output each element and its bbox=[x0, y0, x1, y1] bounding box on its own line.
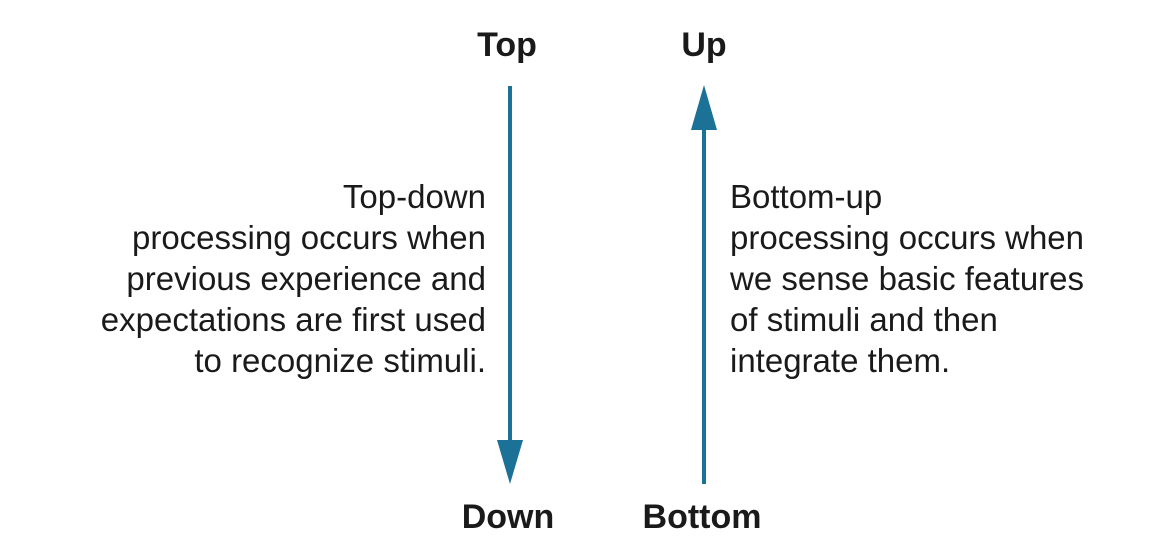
bottom-up-arrow bbox=[691, 85, 717, 484]
bottom-up-line: processing occurs when bbox=[730, 219, 1085, 256]
top-down-description: Top-down processing occurs when previous… bbox=[101, 176, 486, 381]
bottom-up-line: we sense basic features bbox=[730, 260, 1085, 297]
label-top: Top bbox=[477, 26, 537, 64]
bottom-up-description: Bottom-up processing occurs when we sens… bbox=[730, 176, 1084, 381]
top-down-line: Top-down bbox=[342, 178, 486, 215]
top-down-line: expectations are first used bbox=[100, 301, 486, 338]
label-up: Up bbox=[681, 26, 727, 64]
label-down: Down bbox=[461, 498, 555, 536]
bottom-up-arrow-head bbox=[691, 85, 717, 130]
top-down-arrow bbox=[497, 86, 523, 484]
top-down-line: processing occurs when bbox=[131, 219, 486, 256]
bottom-up-line: of stimuli and then bbox=[730, 301, 998, 338]
label-bottom: Bottom bbox=[642, 498, 762, 536]
bottom-up-line: integrate them. bbox=[730, 342, 951, 379]
bottom-up-line: Bottom-up bbox=[730, 178, 883, 215]
top-down-line: previous experience and bbox=[126, 260, 486, 297]
top-down-arrow-head bbox=[497, 440, 523, 484]
top-down-line: to recognize stimuli. bbox=[194, 342, 486, 379]
